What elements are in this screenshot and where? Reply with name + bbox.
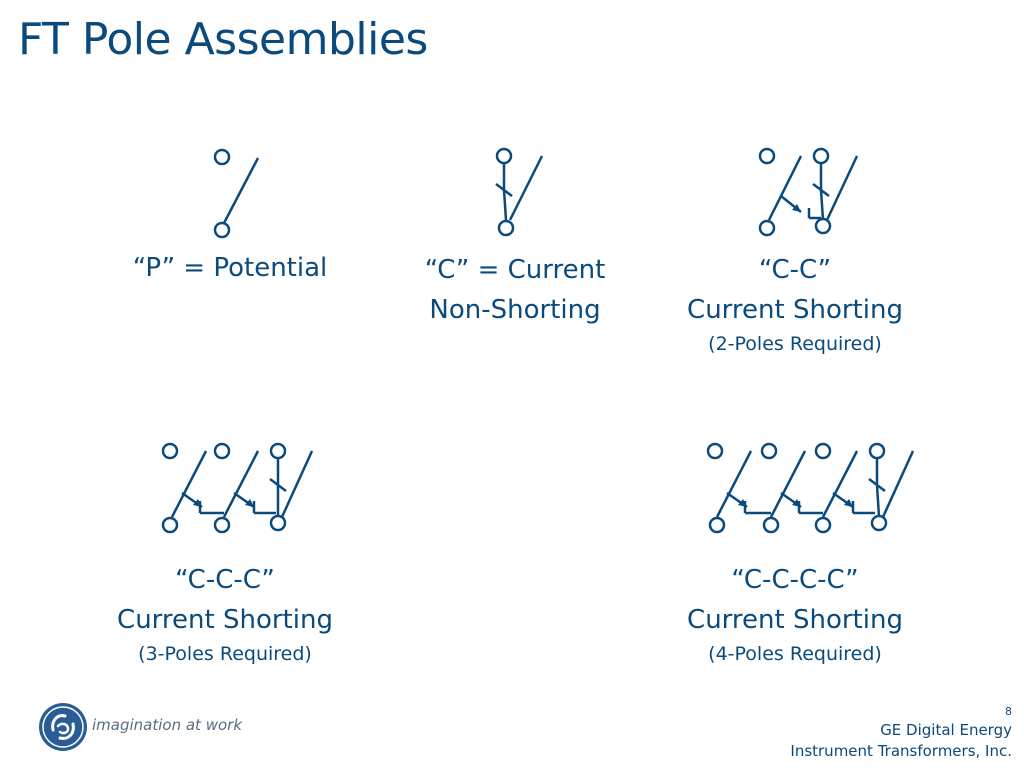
division-name: Instrument Transformers, Inc. [790,742,1012,760]
page-number: 8 [1005,705,1012,718]
cccc-pole-diagram [706,442,915,534]
label-cc: “C-C” Current Shorting (2-Poles Required… [687,255,903,355]
label-potential: “P” = Potential [132,253,328,283]
cc-pole-diagram [758,147,859,237]
footer-info: 8 GE Digital Energy Instrument Transform… [790,704,1012,762]
label-ccc: “C-C-C” Current Shorting (3-Poles Requir… [117,565,333,665]
current-nonshorting-pole-diagram [495,147,544,237]
slide-title: FT Pole Assemblies [18,14,428,65]
ge-logo-icon [39,703,87,751]
tagline: imagination at work [92,716,242,734]
ccc-pole-diagram [161,442,314,534]
company-name: GE Digital Energy [880,721,1012,739]
label-current-nonshorting: “C” = Current Non-Shorting [424,255,606,325]
label-cccc: “C-C-C-C” Current Shorting (4-Poles Requ… [687,565,903,665]
potential-pole-diagram [213,148,260,239]
